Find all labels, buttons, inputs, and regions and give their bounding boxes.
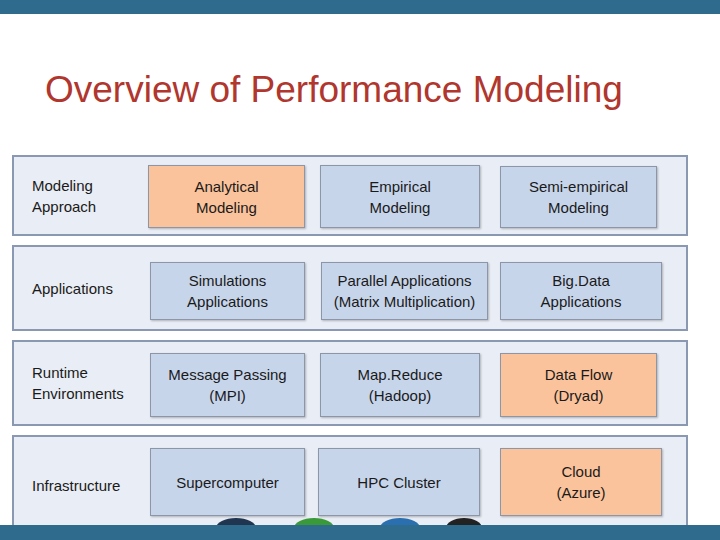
box-label: Simulations Applications [170,270,285,312]
category-box: Parallel Applications (Matrix Multiplica… [321,262,488,320]
box-label: Map.Reduce (Hadoop) [348,364,453,406]
slide-title: Overview of Performance Modeling [45,70,623,111]
box-label: Big.Data Applications [529,270,634,312]
category-box: Message Passing (MPI) [150,353,305,417]
logo-fragment [216,518,256,538]
category-box: Supercomputer [150,448,305,516]
box-label: Data Flow (Dryad) [531,364,626,406]
box-label: HPC Cluster [357,472,440,493]
box-label: Semi-empirical Modeling [516,176,641,218]
category-box: Semi-empirical Modeling [500,166,657,228]
category-box: Data Flow (Dryad) [500,353,657,417]
box-label: Analytical Modeling [172,176,282,218]
box-label: Cloud (Azure) [546,461,616,503]
logo-fragment [294,518,334,538]
box-label: Empirical Modeling [345,176,455,218]
layer-band: Runtime Environments Message Passing (MPI… [12,340,688,426]
box-label: Supercomputer [176,472,279,493]
layer-label: Modeling Approach [32,175,140,217]
category-box: Analytical Modeling [148,165,305,228]
category-box: Empirical Modeling [320,165,480,228]
top-bar [0,0,720,14]
layer-band: Applications Simulations Applications Para… [12,245,688,331]
layer-label: Infrastructure [32,475,140,496]
layer-label: Applications [32,278,140,299]
logo-fragment [380,518,420,538]
category-box: Simulations Applications [150,262,305,320]
bottom-bar [0,525,720,540]
box-label: Message Passing (MPI) [163,364,293,406]
category-box: HPC Cluster [318,448,480,516]
box-label: Parallel Applications (Matrix Multiplica… [322,270,487,312]
category-box: Cloud (Azure) [500,448,662,516]
layer-band: Modeling Approach Analytical Modeling Empi… [12,155,688,236]
category-box: Big.Data Applications [500,262,662,320]
logo-fragment [446,518,482,538]
layer-label: Runtime Environments [32,362,140,404]
category-box: Map.Reduce (Hadoop) [320,353,480,417]
layer-band: Infrastructure Supercomputer HPC Cluster Cl… [12,435,688,535]
